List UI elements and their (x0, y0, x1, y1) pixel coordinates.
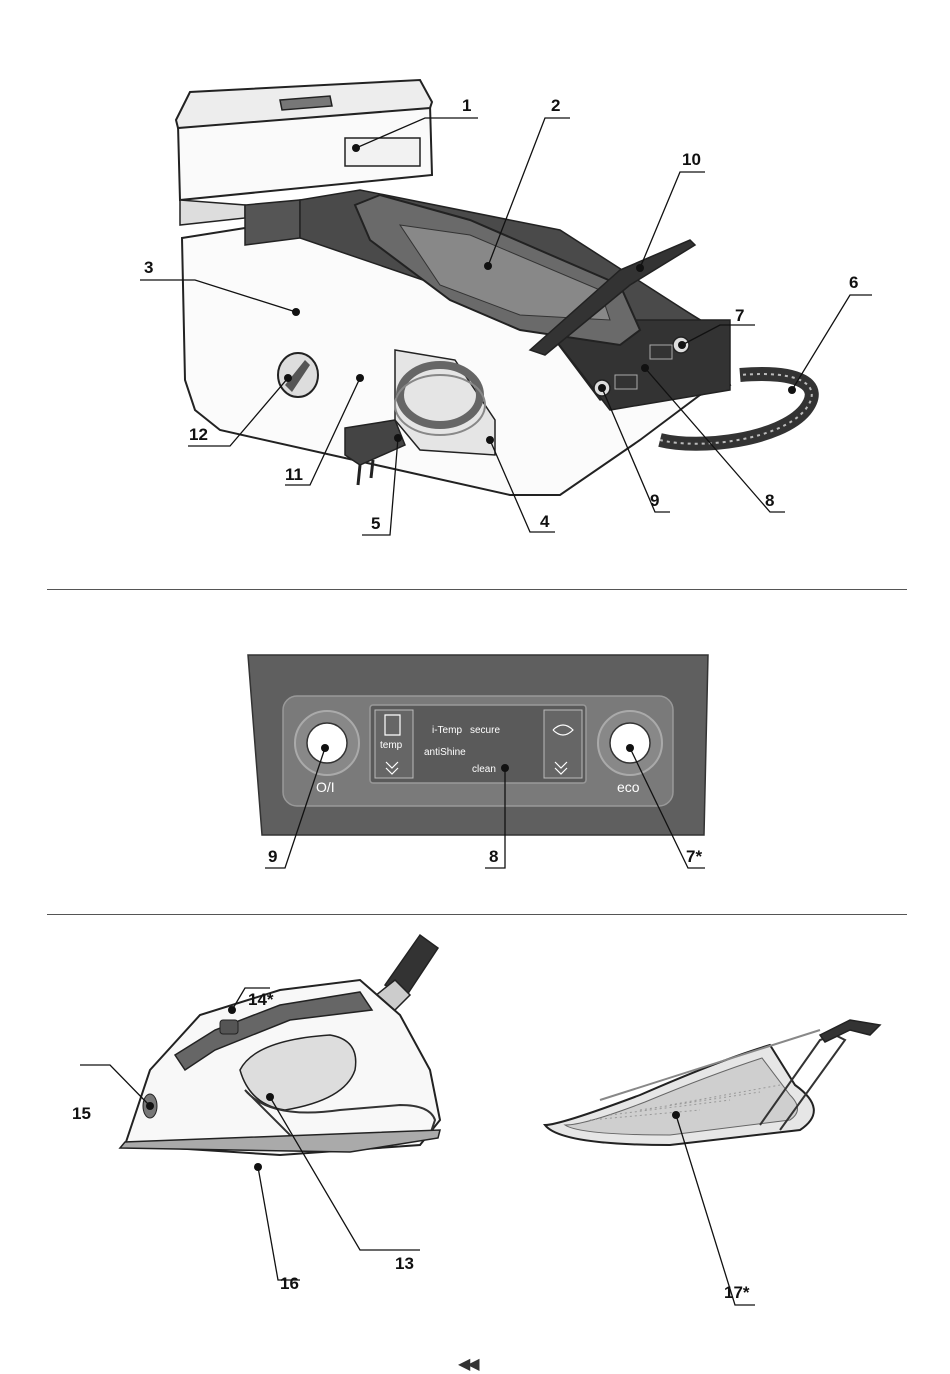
callout-6: 6 (849, 274, 858, 291)
section-divider-2 (47, 914, 907, 915)
callout-14: 14* (248, 991, 274, 1008)
callout-1: 1 (462, 97, 471, 114)
callout-17: 17* (724, 1284, 750, 1301)
callout-8: 8 (765, 492, 774, 509)
callout-3: 3 (144, 259, 153, 276)
control-panel-illustration: temp i-Temp antiShine secure clean O/I e… (0, 640, 950, 880)
antishine-label: antiShine (424, 747, 466, 758)
panel-callout-9: 9 (268, 848, 277, 865)
clean-label: clean (472, 764, 496, 775)
callout-7: 7 (735, 307, 744, 324)
callout-11: 11 (285, 466, 303, 483)
callout-2: 2 (551, 97, 560, 114)
callout-13: 13 (395, 1255, 414, 1272)
itemp-label: i-Temp (432, 725, 462, 736)
iron-rest-tray (545, 1020, 880, 1145)
station-base (182, 190, 812, 495)
section-divider-1 (47, 589, 907, 590)
callout-12: 12 (189, 426, 208, 443)
callout-10: 10 (682, 151, 701, 168)
temp-label: temp (380, 740, 403, 751)
callout-5: 5 (371, 515, 380, 532)
page-nav-back-icon[interactable]: ◀◀ (458, 1354, 477, 1374)
eco-knob (598, 711, 662, 775)
callout-9: 9 (650, 492, 659, 509)
power-knob-label: O/I (316, 779, 335, 795)
secure-label: secure (470, 725, 500, 736)
callout-4: 4 (540, 513, 549, 530)
callout-16: 16 (280, 1275, 299, 1292)
callout-15: 15 (72, 1105, 91, 1122)
power-knob (295, 711, 359, 775)
panel-callout-8: 8 (489, 848, 498, 865)
steam-station-illustration (0, 0, 950, 560)
iron-illustration (0, 920, 950, 1320)
eco-knob-label: eco (617, 779, 640, 795)
panel-callout-7: 7* (686, 848, 702, 865)
